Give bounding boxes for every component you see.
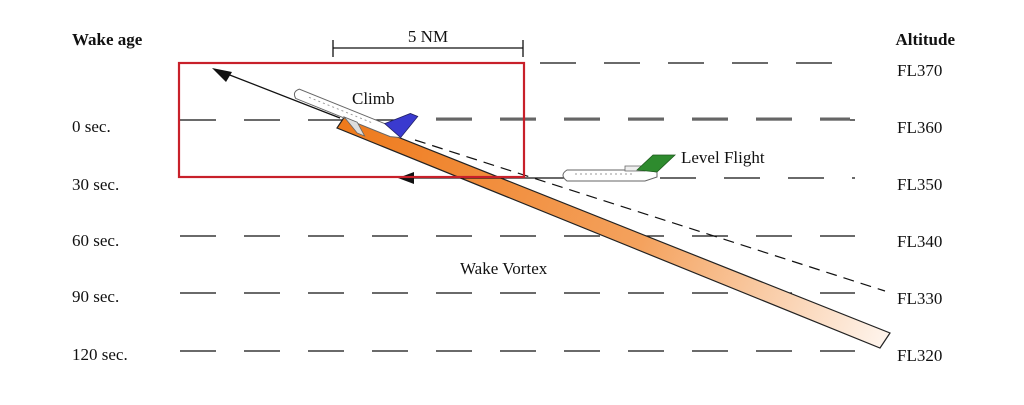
altitude-fl370: FL370 bbox=[897, 61, 942, 80]
separation-box bbox=[177, 61, 526, 179]
climb-label: Climb bbox=[352, 89, 395, 108]
level-aircraft-fuselage bbox=[562, 169, 658, 182]
wake-age-90: 90 sec. bbox=[72, 287, 119, 306]
climbing-aircraft-wing bbox=[342, 116, 366, 137]
altitude-fl350: FL350 bbox=[897, 175, 942, 194]
altitude-fl360: FL360 bbox=[897, 118, 942, 137]
altitude-fl330: FL330 bbox=[897, 289, 942, 308]
climb-tail-icon bbox=[383, 113, 419, 139]
climbing-aircraft bbox=[293, 88, 419, 139]
wake-trail-dashed-line bbox=[414, 139, 886, 292]
wake-age-0: 0 sec. bbox=[72, 117, 111, 136]
level-tail-icon bbox=[636, 154, 677, 173]
altitude-fl340: FL340 bbox=[897, 232, 942, 251]
distance-bracket bbox=[332, 40, 524, 57]
altitude-fl320: FL320 bbox=[897, 346, 942, 365]
flight-level-lines bbox=[180, 62, 855, 352]
level-flight-aircraft bbox=[562, 154, 677, 182]
wake-age-60: 60 sec. bbox=[72, 231, 119, 250]
wake-vortex-band bbox=[336, 115, 891, 349]
wake-age-30: 30 sec. bbox=[72, 175, 119, 194]
wake-age-header: Wake age bbox=[72, 30, 143, 49]
climb-arrow-head bbox=[212, 68, 232, 82]
distance-label: 5 NM bbox=[408, 27, 448, 46]
altitude-header: Altitude bbox=[896, 30, 956, 49]
wake-vortex-label: Wake Vortex bbox=[460, 259, 548, 278]
climb-path-line bbox=[221, 71, 341, 119]
level-flight-label: Level Flight bbox=[681, 148, 765, 167]
wake-age-120: 120 sec. bbox=[72, 345, 128, 364]
